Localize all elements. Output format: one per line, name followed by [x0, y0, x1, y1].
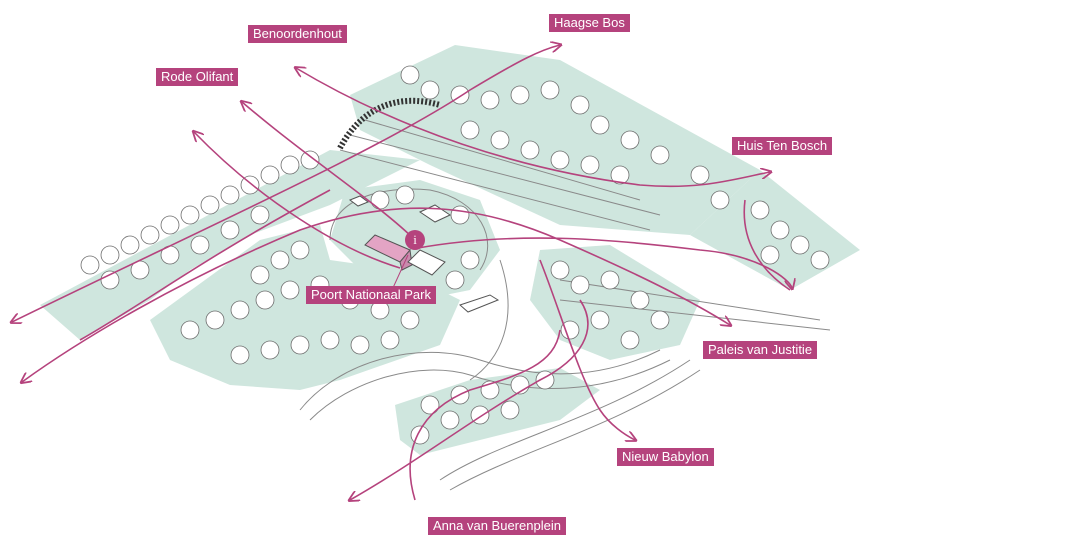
label-nieuw-babylon[interactable]: Nieuw Babylon [617, 448, 714, 466]
route-south-west [22, 207, 730, 382]
route-benoordenhout [296, 68, 770, 188]
poort-connector [391, 254, 409, 291]
route-huis-east-loop [743, 199, 791, 291]
label-anna-van-buerenplein[interactable]: Anna van Buerenplein [428, 517, 566, 535]
route-west-loop [79, 189, 331, 341]
route-lines [12, 45, 792, 500]
green-area-south [395, 368, 600, 455]
road-south-east-2 [449, 369, 701, 491]
label-haagse-bos[interactable]: Haagse Bos [549, 14, 630, 32]
info-icon[interactable]: i [405, 230, 425, 250]
route-paleis [539, 259, 635, 440]
road-east [559, 279, 821, 321]
label-paleis-van-justitie[interactable]: Paleis van Justitie [703, 341, 818, 359]
route-long-northwest [194, 132, 401, 269]
label-rode-olifant[interactable]: Rode Olifant [156, 68, 239, 86]
building-east [459, 294, 500, 313]
route-anna [409, 329, 561, 501]
route-nieuw-babylon [350, 299, 589, 500]
label-huis-ten-bosch[interactable]: Huis Ten Bosch [732, 137, 833, 155]
road-east-2 [559, 299, 831, 331]
label-poort-nationaal-park[interactable]: Poort Nationaal Park [306, 286, 436, 304]
route-huis-ten-bosch [417, 237, 792, 288]
route-rode-olifant [242, 102, 416, 241]
label-benoordenhout[interactable]: Benoordenhout [248, 25, 347, 43]
